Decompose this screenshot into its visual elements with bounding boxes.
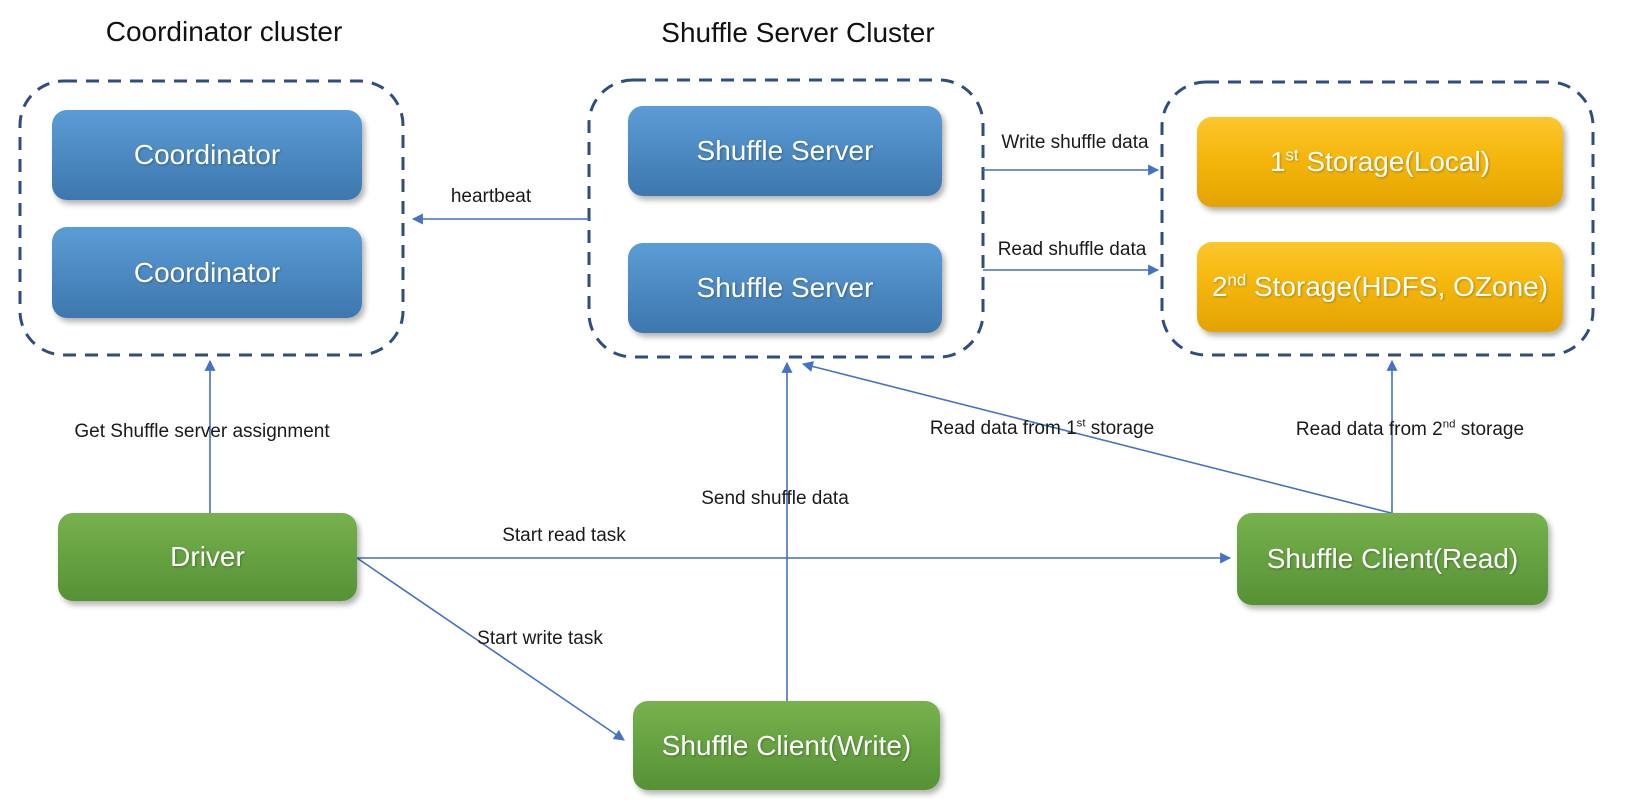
- node-storage-1-label: 1st Storage(Local): [1269, 145, 1491, 177]
- edge-label-start-write-task: Start write task: [477, 628, 603, 649]
- edge-label-read-shuffle-data: Read shuffle data: [997, 239, 1147, 260]
- storage-cluster-border: [1160, 80, 1595, 357]
- shuffle-server-cluster-title: Shuffle Server Cluster: [661, 17, 935, 48]
- edge-label-start-read-task: Start read task: [502, 525, 626, 546]
- node-coordinator-2-label: Coordinator: [133, 256, 281, 288]
- node-shuffle-client-write: Shuffle Client(Write): [633, 701, 940, 790]
- edge-label-send-shuffle-data: Send shuffle data: [701, 488, 849, 509]
- edge-read-data-from-1st-storage: [801, 361, 1392, 514]
- edge-label-heartbeat: heartbeat: [450, 186, 532, 207]
- node-storage-2: 2nd Storage(HDFS, OZone): [1197, 242, 1563, 332]
- node-coordinator-1: Coordinator: [52, 110, 362, 200]
- node-storage-1: 1st Storage(Local): [1197, 117, 1563, 207]
- node-shuffle-client-write-label: Shuffle Client(Write): [661, 729, 912, 761]
- edge-label-get-shuffle-server-assignment: Get Shuffle server assignment: [74, 421, 330, 442]
- node-driver: Driver: [58, 513, 357, 601]
- node-coordinator-2: Coordinator: [52, 227, 362, 318]
- node-shuffle-client-read-label: Shuffle Client(Read): [1266, 543, 1519, 574]
- node-shuffle-server-2-label: Shuffle Server: [696, 272, 874, 303]
- edge-label-read-data-from-1st-storage: Read data from 1st storage: [929, 417, 1155, 439]
- coordinator-cluster-title: Coordinator cluster: [105, 16, 343, 47]
- node-coordinator-1-label: Coordinator: [133, 139, 281, 170]
- node-driver-label: Driver: [170, 541, 245, 572]
- edge-label-write-shuffle-data: Write shuffle data: [1001, 132, 1149, 153]
- edge-label-read-data-from-2nd-storage: Read data from 2nd storage: [1295, 418, 1525, 440]
- edge-start-write-task: [356, 557, 625, 741]
- node-storage-2-label: 2nd Storage(HDFS, OZone): [1211, 270, 1549, 302]
- node-shuffle-client-read: Shuffle Client(Read): [1237, 513, 1548, 605]
- node-shuffle-server-1: Shuffle Server: [628, 106, 942, 196]
- node-shuffle-server-1-label: Shuffle Server: [696, 135, 874, 166]
- node-shuffle-server-2: Shuffle Server: [628, 243, 942, 333]
